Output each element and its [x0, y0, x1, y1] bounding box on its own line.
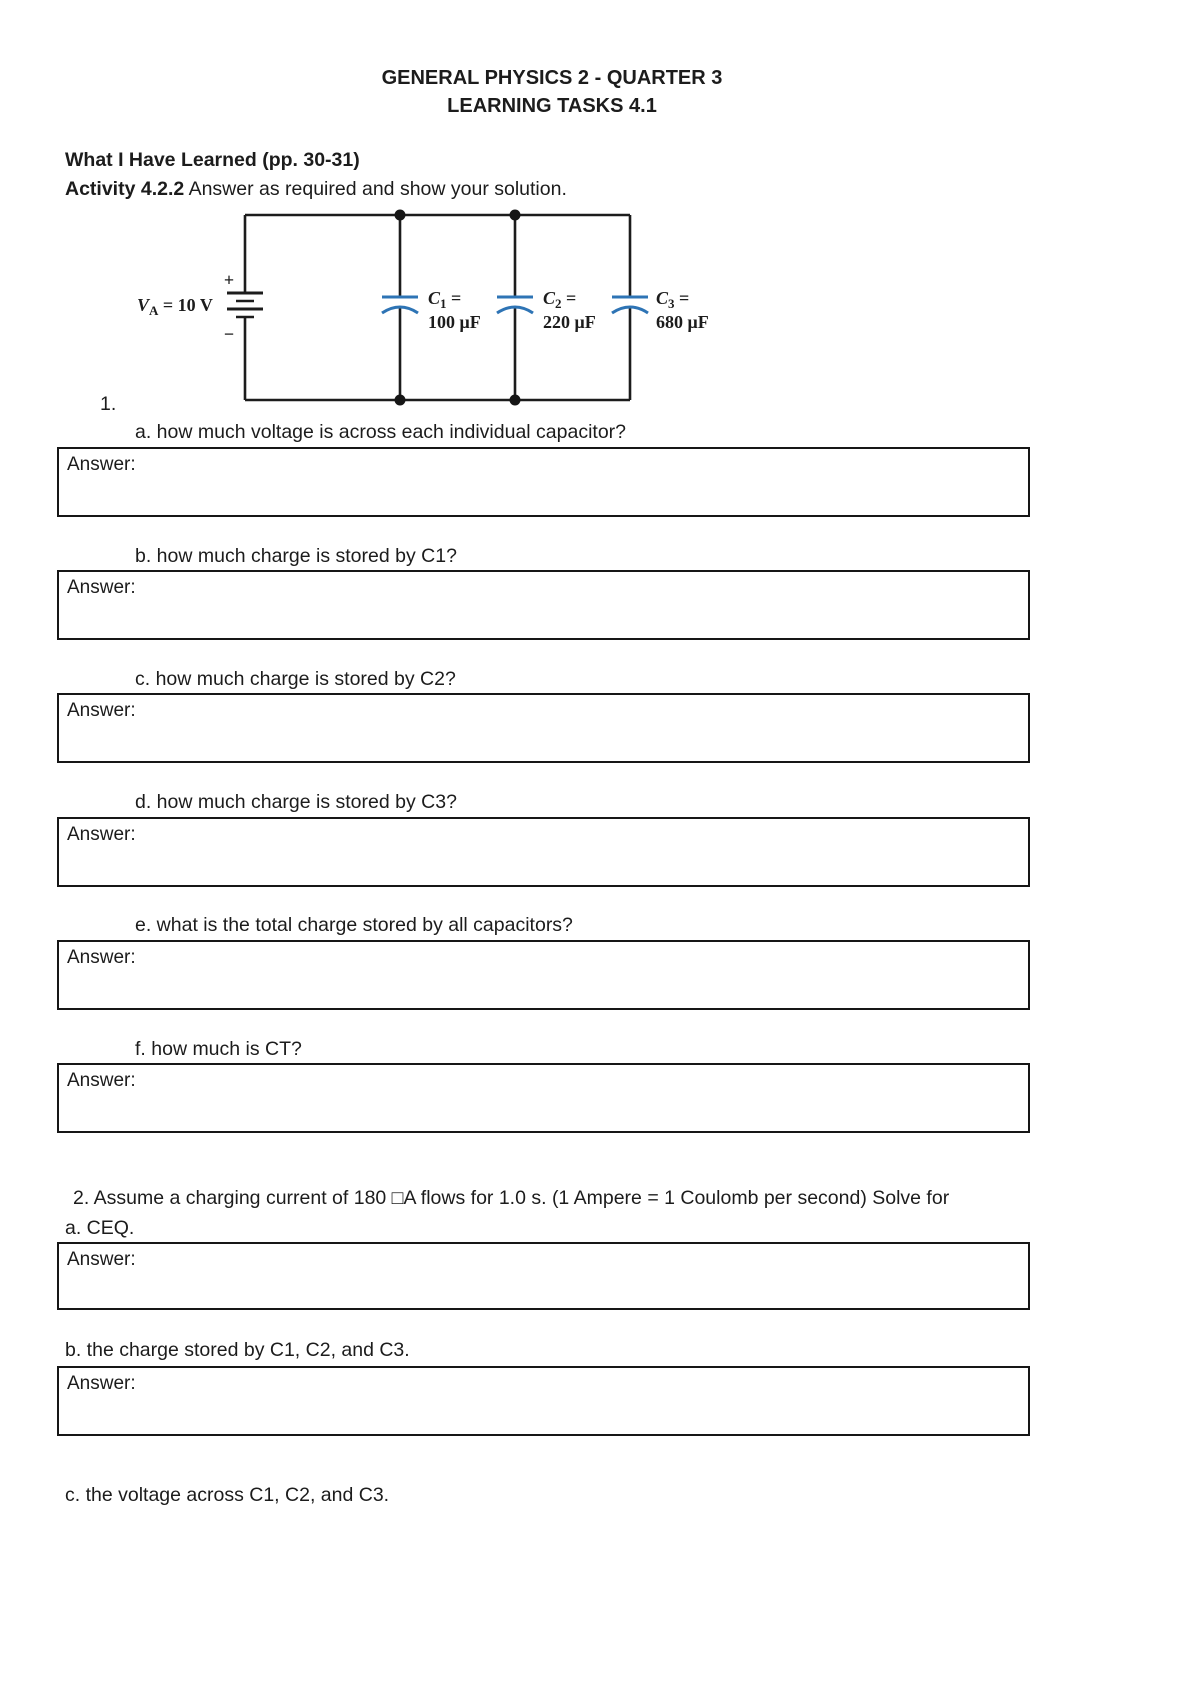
page-title: GENERAL PHYSICS 2 - QUARTER 3 LEARNING T… [57, 64, 1047, 120]
answer-label: Answer: [67, 824, 136, 845]
activity-text: Answer as required and show your solutio… [184, 178, 567, 200]
source-label: VA = 10 V [137, 295, 213, 318]
battery-minus-sign: − [224, 324, 234, 344]
circuit-diagram: + − VA = 10 V C1 = 100 μF C2 = 220 μF C3… [137, 209, 709, 406]
activity-line: Activity 4.2.2 Answer as required and sh… [65, 177, 567, 201]
capacitor-2-icon [496, 295, 534, 315]
answer-box-1d[interactable]: Answer: [57, 817, 1030, 887]
question-2b: b. the charge stored by C1, C2, and C3. [65, 1339, 410, 1361]
answer-label: Answer: [67, 577, 136, 598]
answer-box-1a[interactable]: Answer: [57, 447, 1030, 517]
junction-dot [394, 209, 406, 221]
question-1a: a. how much voltage is across each indiv… [135, 421, 627, 443]
answer-box-1e[interactable]: Answer: [57, 940, 1030, 1010]
battery-icon [227, 291, 263, 319]
question-1f: f. how much is CT? [135, 1038, 302, 1060]
capacitor-1-value: 100 μF [428, 312, 481, 332]
answer-box-1b[interactable]: Answer: [57, 570, 1030, 640]
junction-dot [509, 209, 521, 221]
capacitor-1-label: C1 = [428, 288, 461, 311]
answer-box-1c[interactable]: Answer: [57, 693, 1030, 763]
capacitor-3-label: C3 = [656, 288, 689, 311]
answer-label: Answer: [67, 700, 136, 721]
question-2-line1: 2. Assume a charging current of 180 □A f… [73, 1187, 950, 1209]
capacitor-3-icon [611, 295, 649, 315]
question-1b: b. how much charge is stored by C1? [135, 545, 457, 567]
answer-box-2b[interactable]: Answer: [57, 1366, 1030, 1436]
capacitor-plates [381, 295, 649, 315]
section-heading: What I Have Learned (pp. 30-31) [65, 149, 360, 171]
capacitor-2-label: C2 = [543, 288, 576, 311]
question-1e: e. what is the total charge stored by al… [135, 914, 573, 936]
capacitor-2-value: 220 μF [543, 312, 596, 332]
junction-dots [394, 209, 521, 406]
battery-plus-sign: + [224, 270, 234, 290]
answer-label: Answer: [67, 454, 136, 475]
answer-label: Answer: [67, 1373, 136, 1394]
answer-box-2a[interactable]: Answer: [57, 1242, 1030, 1310]
junction-dot [509, 394, 521, 406]
answer-box-1f[interactable]: Answer: [57, 1063, 1030, 1133]
activity-label: Activity 4.2.2 [65, 178, 185, 200]
answer-label: Answer: [67, 1249, 136, 1270]
answer-label: Answer: [67, 1070, 136, 1091]
circuit-wires [243, 213, 632, 402]
answer-label: Answer: [67, 947, 136, 968]
capacitor-1-icon [381, 295, 419, 315]
question-1-number: 1. [100, 393, 117, 415]
question-1d: d. how much charge is stored by C3? [135, 791, 457, 813]
question-1c: c. how much charge is stored by C2? [135, 668, 456, 690]
title-line-1: GENERAL PHYSICS 2 - QUARTER 3 [381, 67, 723, 89]
question-2-line2: a. CEQ. [65, 1217, 135, 1239]
question-2c: c. the voltage across C1, C2, and C3. [65, 1484, 390, 1506]
capacitor-3-value: 680 μF [656, 312, 709, 332]
junction-dot [394, 394, 406, 406]
title-line-2: LEARNING TASKS 4.1 [447, 95, 657, 117]
